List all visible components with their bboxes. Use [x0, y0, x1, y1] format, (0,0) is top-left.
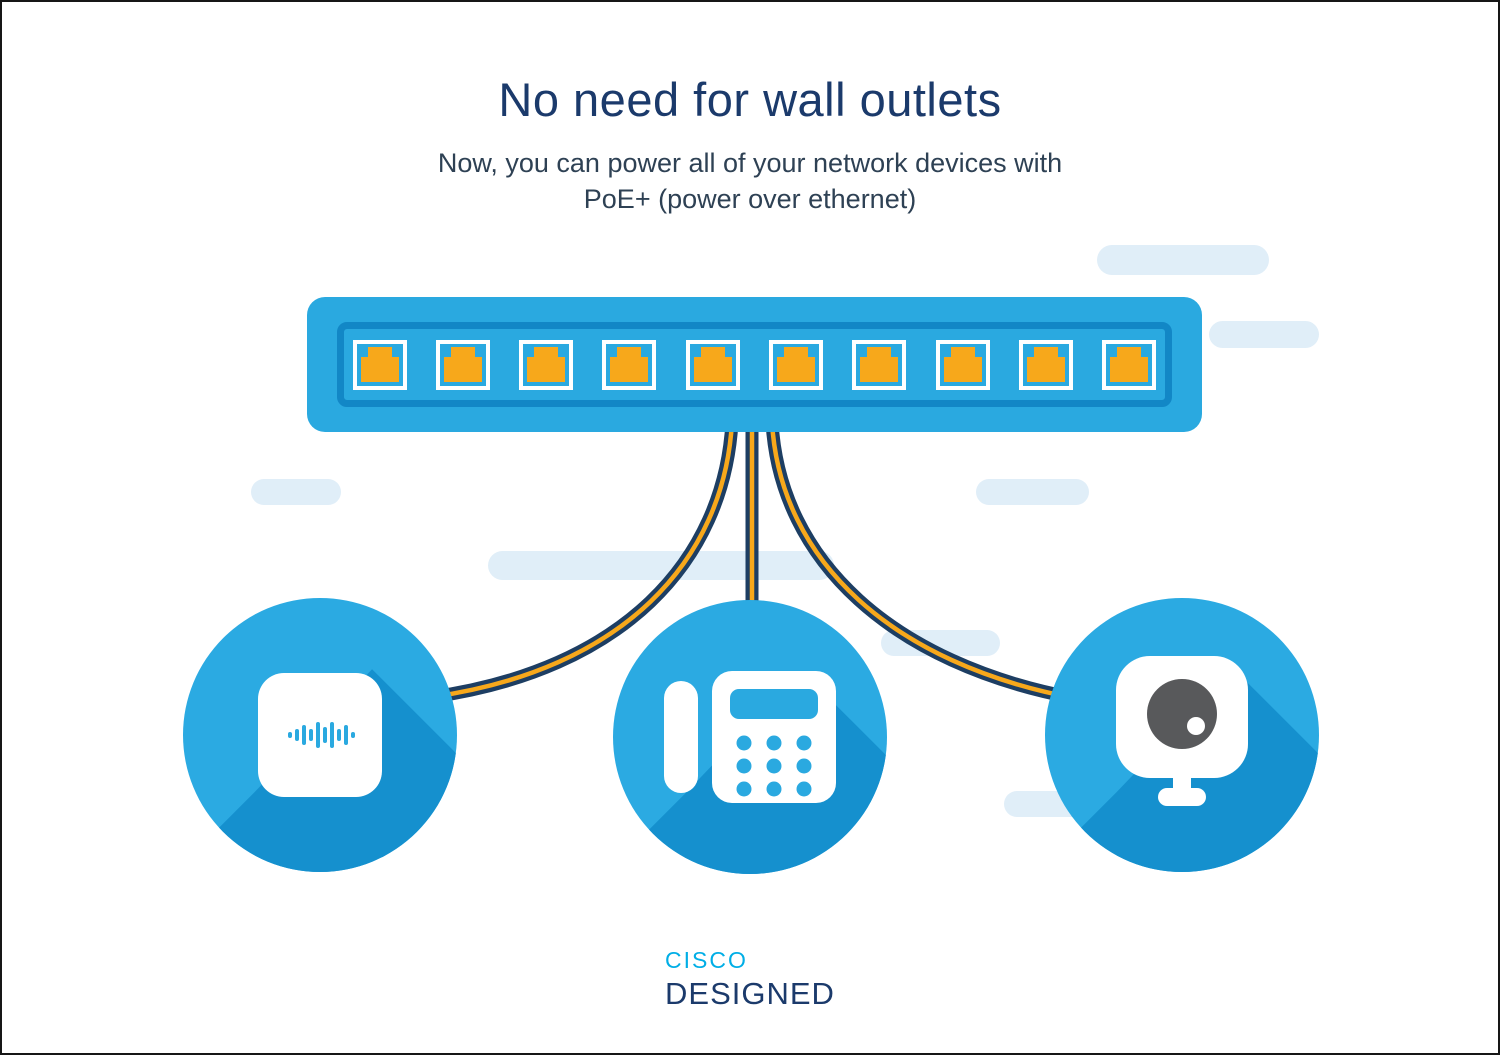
page-subtitle: Now, you can power all of your network d…	[2, 145, 1498, 217]
wireless-access-point-icon	[258, 673, 382, 797]
switch-faceplate-frame	[337, 322, 1172, 407]
device-circle-webcam	[1045, 598, 1319, 872]
decorative-pill	[1209, 321, 1319, 348]
rj45-ethernet-port-icon	[685, 339, 740, 390]
device-circle-access-point	[183, 598, 457, 872]
desk-phone-icon	[664, 671, 836, 803]
rj45-ethernet-port-icon	[435, 339, 490, 390]
rj45-ethernet-port-icon	[602, 339, 657, 390]
header: No need for wall outlets Now, you can po…	[2, 72, 1498, 217]
cisco-designed-logo: CISCO DESIGNED	[2, 947, 1498, 1012]
page-title: No need for wall outlets	[498, 73, 1002, 126]
webcam-icon	[1116, 656, 1248, 814]
logo-brand-text: CISCO	[665, 947, 748, 973]
rj45-ethernet-port-icon	[852, 339, 907, 390]
rj45-ethernet-port-icon	[1019, 339, 1074, 390]
cable-to-access-point	[425, 415, 739, 704]
decorative-pill	[1097, 245, 1269, 275]
decorative-pill	[488, 551, 834, 580]
rj45-ethernet-port-icon	[1102, 339, 1157, 390]
rj45-ethernet-port-icon	[352, 339, 407, 390]
decorative-pill	[251, 479, 341, 505]
decorative-pill	[976, 479, 1089, 505]
logo-program-text: DESIGNED	[665, 976, 835, 1011]
rj45-ethernet-port-icon	[935, 339, 990, 390]
rj45-ethernet-port-icon	[769, 339, 824, 390]
cable-to-webcam	[765, 415, 1081, 705]
device-circle-phone	[613, 600, 887, 874]
poe-switch	[307, 297, 1202, 432]
subtitle-line-2: PoE+ (power over ethernet)	[583, 184, 917, 214]
subtitle-line-1: Now, you can power all of your network d…	[437, 148, 1063, 178]
rj45-ethernet-port-icon	[519, 339, 574, 390]
switch-ports-row	[352, 339, 1157, 390]
